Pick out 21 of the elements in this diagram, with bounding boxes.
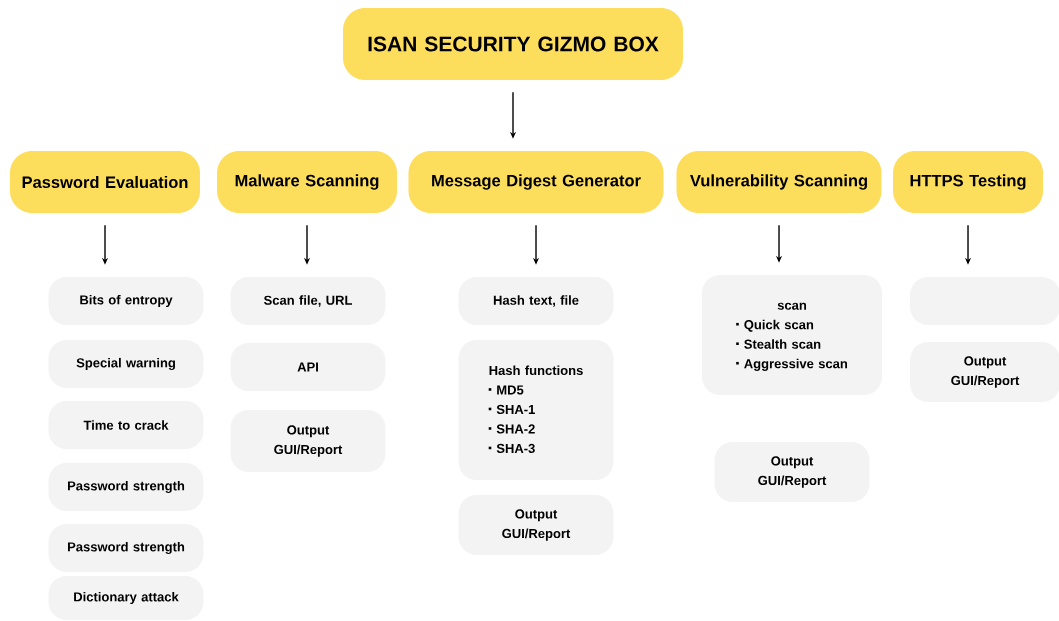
item-box: Bits of entropy [48, 277, 204, 325]
category-box: Vulnerability Scanning [676, 151, 882, 213]
item-box: Scan file, URL [230, 277, 386, 325]
item-box: Output GUI/Report [910, 342, 1059, 402]
item-box: scan Quick scan Stealth scan Aggressive scan [702, 275, 882, 395]
category-box: Password Evaluation [10, 151, 200, 213]
item-box: Output GUI/Report [458, 495, 614, 555]
item-box: Output GUI/Report [230, 410, 386, 472]
item-box: Output GUI/Report [714, 442, 870, 502]
item-box: Hash text, file [458, 277, 614, 325]
category-box: Malware Scanning [217, 151, 397, 213]
category-box: HTTPS Testing [893, 151, 1043, 213]
item-box: Dictionary attack [48, 576, 204, 620]
item-box: Password strength [48, 524, 204, 572]
item-box: Password strength [48, 463, 204, 511]
title-box: ISAN SECURITY GIZMO BOX [343, 8, 683, 80]
item-box: API [230, 343, 386, 391]
item-box: Hash functions MD5 SHA-1 SHA-2 SHA-3 [458, 340, 614, 480]
category-box: Message Digest Generator [408, 151, 664, 213]
item-box: Time to crack [48, 401, 204, 449]
item-box: Special warning [48, 340, 204, 388]
